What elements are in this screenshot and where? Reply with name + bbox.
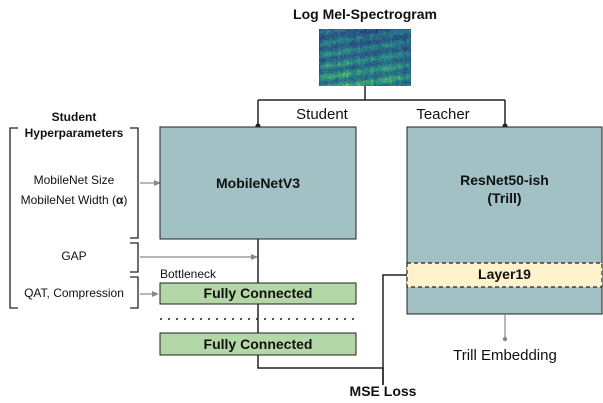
qat-compression-label: QAT, Compression	[24, 286, 124, 300]
alpha-symbol: α	[115, 193, 124, 207]
student-branch-label: Student	[296, 106, 348, 123]
teacher-branch-label: Teacher	[416, 106, 470, 123]
bracket-right-qat	[130, 276, 139, 309]
layer19-to-loss-line	[382, 274, 407, 385]
fc1-label: Fully Connected	[203, 285, 313, 301]
mobilenet-width-label: MobileNet Width (α)	[9, 193, 139, 207]
embedding-dot	[502, 336, 508, 342]
mobilenet-width-prefix: MobileNet Width (	[20, 193, 116, 207]
trill-embedding-label: Trill Embedding	[453, 347, 557, 364]
student-to-loss-line	[257, 355, 384, 385]
mobilenet-width-suffix: )	[123, 193, 128, 207]
qat-arrowhead	[152, 291, 159, 297]
layer19-block	[406, 262, 603, 288]
mobilenet-size-label: MobileNet Size	[33, 173, 115, 187]
size-arrowhead	[154, 180, 161, 186]
gap-arrowhead	[251, 254, 258, 260]
spectrogram-image	[319, 29, 411, 86]
bracket-right-gap	[130, 242, 139, 273]
resnet-label-line1: ResNet50-ish	[460, 172, 549, 188]
diagram-title: Log Mel-Spectrogram	[293, 6, 437, 22]
gap-label: GAP	[61, 249, 87, 263]
bracket-right-top	[130, 127, 139, 239]
layer19-label: Layer19	[478, 266, 531, 282]
fc2-label: Fully Connected	[203, 336, 313, 352]
mobilenetv3-block	[159, 126, 357, 240]
bracket-left-main	[9, 127, 18, 309]
mse-loss-label: MSE Loss	[349, 383, 417, 399]
resnet-label-line2: (Trill)	[487, 190, 522, 206]
bottleneck-label: Bottleneck	[160, 267, 217, 281]
hyperparameters-heading-line1: Student	[51, 110, 97, 124]
mobilenetv3-label: MobileNetV3	[215, 175, 300, 191]
hyperparameters-heading-line2: Hyperparameters	[24, 126, 124, 140]
